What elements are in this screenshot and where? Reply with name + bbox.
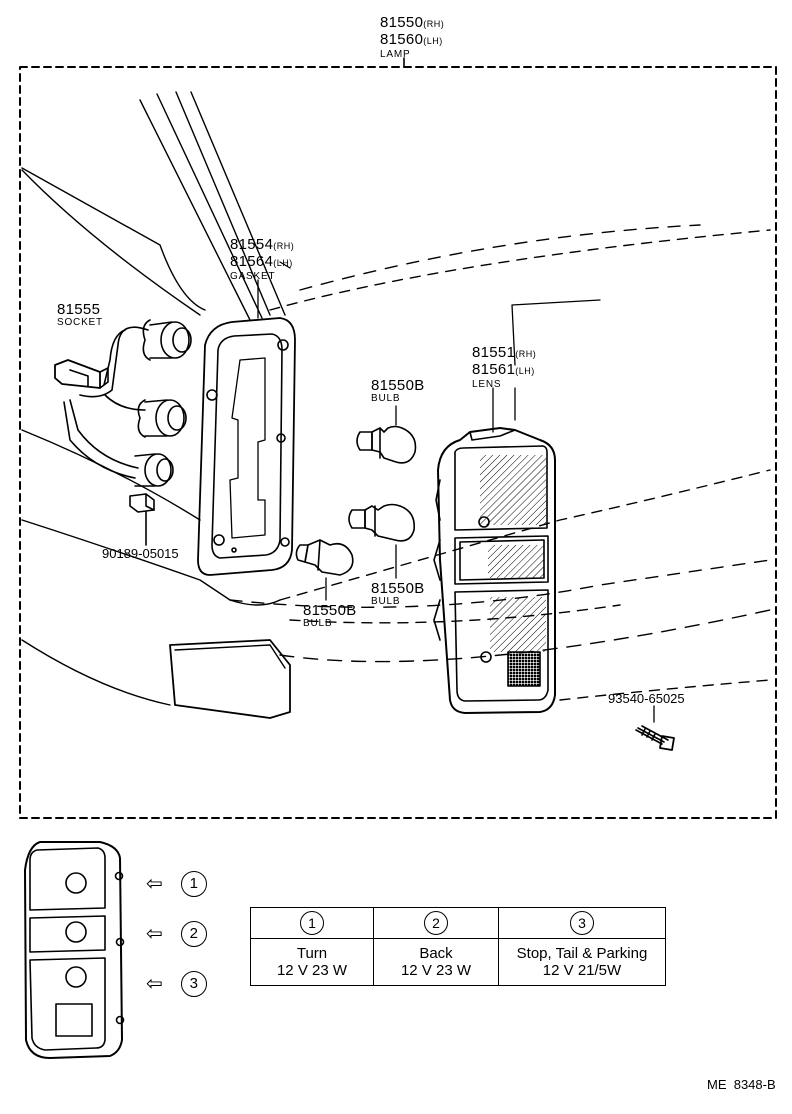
marker-number: 3 bbox=[180, 971, 207, 997]
legend-marker-1: ⇦ 1 bbox=[146, 871, 207, 897]
label-gasket: 81554(RH) 81564(LH) GASKET bbox=[230, 237, 294, 282]
cell-function: Turn bbox=[296, 945, 328, 962]
bulb-top bbox=[356, 425, 417, 464]
lamp-part-lh: 81560 bbox=[380, 31, 424, 48]
label-clip: 90189-05015 bbox=[102, 546, 179, 561]
label-bulb-low: 81550B BULB bbox=[303, 603, 357, 629]
socket-harness bbox=[54, 319, 192, 487]
lamp-rh: (RH) bbox=[423, 19, 445, 29]
bulb-mid-part: 81550B bbox=[371, 580, 425, 597]
bulb-mid bbox=[348, 503, 416, 542]
cell-rating: 12 V 23 W bbox=[276, 962, 348, 979]
lens-name: LENS bbox=[472, 379, 502, 390]
table-header-row: 1 2 3 bbox=[250, 907, 666, 939]
gasket-part-rh: 81554 bbox=[230, 236, 274, 253]
table-cell: Turn 12 V 23 W bbox=[250, 938, 374, 986]
table-header-cell: 2 bbox=[373, 907, 499, 939]
gasket bbox=[197, 317, 296, 576]
marker-number: 1 bbox=[180, 871, 207, 897]
assembly-border bbox=[19, 57, 777, 819]
socket-part: 81555 bbox=[57, 301, 101, 318]
header-number: 3 bbox=[570, 911, 594, 935]
marker-number: 2 bbox=[180, 921, 207, 947]
lens-rh: (RH) bbox=[515, 349, 537, 359]
cell-function: Back bbox=[419, 945, 453, 962]
lens-lh: (LH) bbox=[515, 366, 535, 376]
lens-part-rh: 81551 bbox=[472, 344, 516, 361]
figure-id: ME 8348-B bbox=[707, 1077, 776, 1092]
label-bulb-top: 81550B BULB bbox=[371, 378, 425, 404]
label-lens: 81551(RH) 81561(LH) LENS bbox=[472, 345, 536, 390]
arrow-left-icon: ⇦ bbox=[146, 923, 163, 945]
bulb-mid-name: BULB bbox=[371, 596, 401, 607]
lens-part-lh: 81561 bbox=[472, 361, 516, 378]
label-bulb-mid: 81550B BULB bbox=[371, 581, 425, 607]
reference-lamp bbox=[24, 841, 125, 1059]
header-number: 1 bbox=[300, 911, 324, 935]
label-lamp: 81550(RH) 81560(LH) LAMP bbox=[380, 15, 444, 60]
leader-lines bbox=[257, 261, 655, 723]
table-cell: Back 12 V 23 W bbox=[373, 938, 499, 986]
table-header-cell: 3 bbox=[498, 907, 666, 939]
header-number: 2 bbox=[424, 911, 448, 935]
bulb-low bbox=[295, 539, 354, 576]
table-cell: Stop, Tail & Parking 12 V 21/5W bbox=[498, 938, 666, 986]
lens bbox=[433, 427, 556, 714]
bulb-low-name: BULB bbox=[303, 618, 333, 629]
gasket-part-lh: 81564 bbox=[230, 253, 274, 270]
gasket-name: GASKET bbox=[230, 271, 276, 282]
arrow-left-icon: ⇦ bbox=[146, 973, 163, 995]
cell-function: Stop, Tail & Parking bbox=[516, 945, 648, 962]
bulb-top-part: 81550B bbox=[371, 377, 425, 394]
table-header-cell: 1 bbox=[250, 907, 374, 939]
socket-name: SOCKET bbox=[57, 317, 103, 328]
lamp-lh: (LH) bbox=[423, 36, 443, 46]
legend-marker-3: ⇦ 3 bbox=[146, 971, 207, 997]
bulb-top-name: BULB bbox=[371, 393, 401, 404]
table-row: Turn 12 V 23 W Back 12 V 23 W Stop, Tail… bbox=[250, 938, 666, 986]
cell-rating: 12 V 23 W bbox=[400, 962, 472, 979]
bulb-low-part: 81550B bbox=[303, 602, 357, 619]
gasket-lh: (LH) bbox=[273, 258, 293, 268]
lamp-name: LAMP bbox=[380, 49, 411, 60]
clip bbox=[129, 493, 155, 546]
gasket-rh: (RH) bbox=[273, 241, 295, 251]
label-socket: 81555 SOCKET bbox=[57, 302, 103, 328]
vehicle-body bbox=[21, 91, 771, 719]
bulb-spec-table: 1 2 3 Turn 12 V 23 W Back 12 V 23 W Stop… bbox=[250, 907, 666, 986]
label-screw: 93540-65025 bbox=[608, 691, 685, 706]
cell-rating: 12 V 21/5W bbox=[542, 962, 622, 979]
screw bbox=[635, 725, 675, 751]
arrow-left-icon: ⇦ bbox=[146, 873, 163, 895]
lamp-part-rh: 81550 bbox=[380, 14, 424, 31]
legend-marker-2: ⇦ 2 bbox=[146, 921, 207, 947]
